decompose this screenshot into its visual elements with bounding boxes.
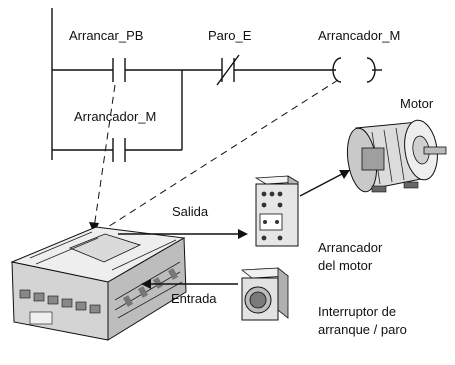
stop-contact-label: Paro_E [208, 28, 252, 43]
starter-label-line2: del motor [318, 258, 373, 273]
dashed-links [89, 79, 339, 234]
ladder-diagram: Arrancar_PB Paro_E Arrancador_M Arrancad… [51, 8, 400, 162]
starter-motor-arrowhead [339, 170, 350, 179]
motor-shaft [423, 146, 447, 155]
start-contact-label: Arrancar_PB [69, 28, 143, 43]
plc-side-terminals [114, 261, 183, 319]
input-link-dashed [93, 84, 116, 229]
starter-window [259, 213, 283, 231]
plc-top-terminals [29, 231, 177, 271]
plc-unit [10, 226, 187, 341]
switch-label-line1: Interruptor de [318, 304, 396, 319]
output-label: Salida [172, 204, 209, 219]
seal-contact-label: Arrancador_M [74, 109, 156, 124]
input-label: Entrada [171, 291, 217, 306]
motor-junction-box [361, 147, 385, 171]
stop-contact-slash [216, 54, 240, 86]
input-arrowhead [141, 279, 151, 289]
coil-label: Arrancador_M [318, 28, 400, 43]
switch-label-line2: arranque / paro [318, 322, 407, 337]
coil-left-arc [332, 57, 342, 83]
starter-label-line1: Arrancador [318, 240, 383, 255]
motor: Motor [346, 96, 447, 193]
motor-label: Motor [400, 96, 434, 111]
motor-starter: Arrancador del motor [254, 175, 383, 273]
output-link-dashed [99, 79, 339, 233]
signal-arrows: Salida Entrada [118, 204, 248, 306]
switch-button [249, 291, 267, 309]
plc-right-face [107, 237, 187, 341]
output-arrowhead [238, 229, 248, 239]
plc-lid [68, 233, 142, 263]
start-stop-switch: Interruptor de arranque / paro [240, 267, 407, 337]
starter-motor-arrow-line [299, 173, 343, 197]
plc-front-terminals [19, 289, 101, 325]
